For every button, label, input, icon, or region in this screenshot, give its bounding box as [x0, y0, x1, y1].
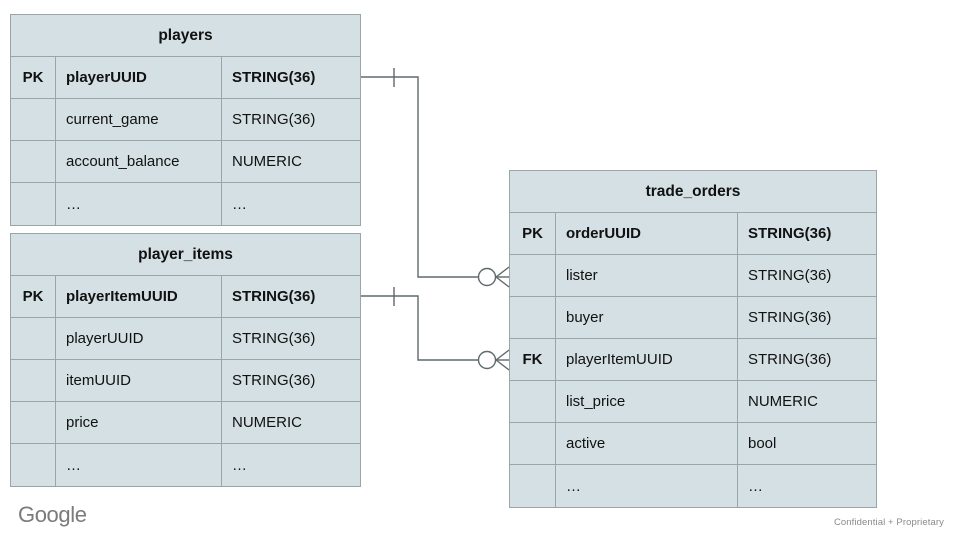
row-key-badge: PK [510, 213, 556, 254]
cardinality-zero-circle-player-items [477, 350, 497, 370]
row-key-badge [510, 381, 556, 422]
row-field-type: STRING(36) [232, 111, 316, 128]
table-row[interactable]: buyer STRING(36) [510, 297, 876, 339]
row-field-type: STRING(36) [232, 288, 316, 305]
row-key-badge [11, 444, 56, 486]
table-row[interactable]: … … [510, 465, 876, 507]
row-field-type: STRING(36) [232, 372, 316, 389]
table-row[interactable]: active bool [510, 423, 876, 465]
crowsfoot-prong-top [495, 266, 510, 278]
row-field-name: orderUUID [556, 213, 738, 254]
row-field-type: … [232, 456, 247, 474]
row-field-name: active [556, 423, 738, 464]
connector-line-player-items [361, 295, 478, 361]
row-field-name: lister [556, 255, 738, 296]
entity-trade-orders[interactable]: trade_orders PK orderUUID STRING(36) lis… [509, 170, 877, 508]
crowsfoot-prong-bottom [495, 276, 510, 288]
google-logo: Google [18, 502, 87, 527]
table-row[interactable]: PK orderUUID STRING(36) [510, 213, 876, 255]
row-field-type: STRING(36) [232, 69, 316, 86]
table-row[interactable]: playerUUID STRING(36) [11, 318, 360, 360]
row-field-type: STRING(36) [748, 225, 832, 242]
row-key-badge [11, 318, 56, 359]
row-key-badge [510, 297, 556, 338]
row-key-badge: PK [11, 57, 56, 98]
row-field-name: playerItemUUID [556, 339, 738, 380]
row-field-name: account_balance [56, 141, 222, 182]
table-row[interactable]: FK playerItemUUID STRING(36) [510, 339, 876, 381]
row-field-name: price [56, 402, 222, 443]
row-field-type: … [232, 195, 247, 213]
row-key-badge [11, 183, 56, 225]
row-key-badge [11, 402, 56, 443]
row-key-badge [11, 360, 56, 401]
confidentiality-notice: Confidential + Proprietary [833, 517, 944, 528]
entity-title-trade-orders: trade_orders [510, 171, 876, 213]
entity-title-player-items: player_items [11, 234, 360, 276]
row-field-type: STRING(36) [748, 267, 832, 284]
table-row[interactable]: list_price NUMERIC [510, 381, 876, 423]
row-field-type: STRING(36) [232, 330, 316, 347]
row-field-type: NUMERIC [232, 414, 302, 431]
row-key-badge [510, 255, 556, 296]
row-field-name: itemUUID [56, 360, 222, 401]
crowsfoot-prong-bottom [495, 359, 510, 371]
row-field-type: bool [748, 435, 777, 452]
row-key-badge [510, 423, 556, 464]
relationship-player-items-to-trade-orders[interactable] [361, 287, 510, 371]
row-field-type: … [748, 477, 763, 495]
entity-players[interactable]: players PK playerUUID STRING(36) current… [10, 14, 361, 226]
row-field-name: playerUUID [56, 318, 222, 359]
row-key-badge: FK [510, 339, 556, 380]
row-field-name: buyer [556, 297, 738, 338]
table-row[interactable]: price NUMERIC [11, 402, 360, 444]
row-field-type: NUMERIC [748, 393, 818, 410]
row-key-badge [11, 141, 56, 182]
table-row[interactable]: … … [11, 444, 360, 486]
entity-player-items[interactable]: player_items PK playerItemUUID STRING(36… [10, 233, 361, 487]
row-field-name: … [56, 183, 222, 225]
row-field-type: NUMERIC [232, 153, 302, 170]
connector-line-players [361, 76, 478, 278]
row-field-type: STRING(36) [748, 351, 832, 368]
table-row[interactable]: lister STRING(36) [510, 255, 876, 297]
table-row[interactable]: … … [11, 183, 360, 225]
row-field-name: list_price [556, 381, 738, 422]
row-field-name: playerItemUUID [56, 276, 222, 317]
crowsfoot-prong-top [495, 349, 510, 361]
row-key-badge: PK [11, 276, 56, 317]
row-field-name: playerUUID [56, 57, 222, 98]
row-field-name: … [56, 444, 222, 486]
table-row[interactable]: current_game STRING(36) [11, 99, 360, 141]
row-key-badge [11, 99, 56, 140]
row-field-name: current_game [56, 99, 222, 140]
table-row[interactable]: PK playerUUID STRING(36) [11, 57, 360, 99]
table-row[interactable]: PK playerItemUUID STRING(36) [11, 276, 360, 318]
table-row[interactable]: itemUUID STRING(36) [11, 360, 360, 402]
row-field-type: STRING(36) [748, 309, 832, 326]
relationship-players-to-trade-orders[interactable] [361, 68, 510, 288]
row-key-badge [510, 465, 556, 507]
row-field-name: … [556, 465, 738, 507]
entity-title-players: players [11, 15, 360, 57]
table-row[interactable]: account_balance NUMERIC [11, 141, 360, 183]
cardinality-zero-circle-players [477, 267, 497, 287]
